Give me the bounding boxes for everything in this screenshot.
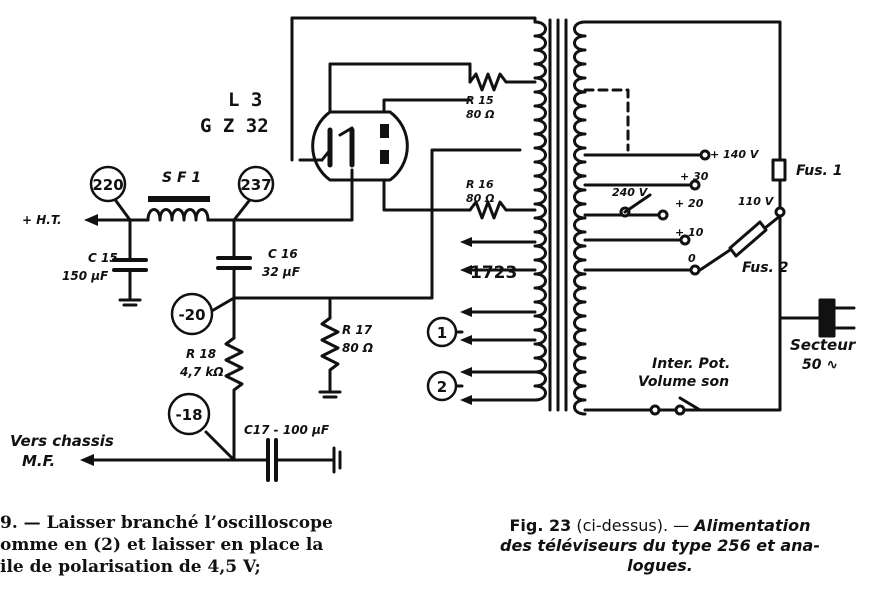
- tp-minus18-label: -18: [175, 406, 202, 424]
- r18-label: R 18: [186, 347, 216, 361]
- tap-0: 0: [688, 252, 696, 265]
- tp-minus18: [167, 392, 211, 436]
- figure-aside: (ci-dessus). —: [571, 516, 695, 535]
- tap-110: 110 V: [738, 195, 775, 208]
- secteur-label: Secteur: [790, 336, 857, 354]
- trafo-coils-left: [533, 20, 547, 402]
- tp-237: [237, 165, 275, 203]
- c16-value: 32 µF: [262, 265, 301, 279]
- tap-30: + 30: [680, 170, 709, 183]
- tp-minus20-label: -20: [178, 306, 205, 324]
- c15-label: C 15: [88, 251, 118, 265]
- r18-value: 4,7 kΩ: [179, 365, 224, 379]
- left-caption-line-3: ile de polarisation de 4,5 V;: [0, 557, 261, 577]
- left-caption-line-2: omme en (2) et laisser en place la: [0, 535, 324, 555]
- choke-sf1: [146, 208, 210, 222]
- inter-pot-label: Inter. Pot.: [652, 356, 730, 372]
- tp-2-label: 2: [437, 378, 447, 396]
- trafo-coils-right: [573, 20, 587, 416]
- r18: [224, 336, 244, 462]
- tap-240: 240 V: [612, 186, 649, 199]
- tp-237-label: 237: [240, 176, 271, 194]
- sf1-label: S F 1: [162, 170, 201, 186]
- volume-label: Volume son: [638, 374, 729, 390]
- r16-value: 80 Ω: [466, 192, 495, 205]
- tp-1-label: 1: [437, 324, 447, 342]
- figure-caption-line-3: logues.: [627, 556, 693, 575]
- c16-label: C 16: [268, 247, 298, 261]
- tp-2: [426, 370, 458, 402]
- left-caption-line-1: 9. — Laisser branché l’oscilloscope: [0, 513, 333, 533]
- r16: [468, 200, 537, 220]
- secteur-value: 50 ∿: [802, 357, 838, 373]
- r16-label: R 16: [466, 178, 494, 191]
- choke-core: [148, 196, 210, 202]
- tp-220: [89, 165, 127, 203]
- figure-caption-line-2: des téléviseurs du type 256 et ana-: [500, 536, 820, 555]
- fus2-label: Fus. 2: [742, 260, 788, 276]
- tap-140: + 140 V: [710, 148, 760, 161]
- c15-value: 150 µF: [62, 269, 109, 283]
- tp-220-label: 220: [92, 176, 123, 194]
- switch-contact: [649, 404, 661, 416]
- mf-label: M.F.: [22, 452, 55, 470]
- figure-title: Alimentation: [694, 516, 811, 535]
- r17-value: 80 Ω: [342, 341, 373, 355]
- r15-value: 80 Ω: [466, 108, 495, 121]
- ht-label: + H.T.: [22, 213, 62, 227]
- schematic: 220 237 -20 -18 1 2 L 3 G Z 32 S F 1 + H…: [10, 16, 857, 482]
- left-caption: 9. — Laisser branché l’oscilloscope omme…: [0, 512, 420, 578]
- tap-10: + 10: [675, 226, 704, 239]
- fuse-2: [728, 220, 768, 258]
- mains-plug: [818, 298, 836, 338]
- tp-minus20: [170, 292, 214, 336]
- fuse-1: [771, 158, 787, 182]
- r17: [320, 316, 340, 394]
- tube-name: L 3: [228, 89, 262, 111]
- trafo-core: [548, 18, 568, 412]
- transformer-label: 1723: [470, 263, 517, 283]
- r15-label: R 15: [466, 94, 494, 107]
- tube-type: G Z 32: [200, 115, 269, 137]
- fus1-label: Fus. 1: [796, 163, 842, 179]
- tap-20: + 20: [675, 197, 704, 210]
- r15: [468, 72, 537, 92]
- c17-label: C17 - 100 µF: [244, 423, 330, 437]
- tube-envelope: [311, 110, 409, 182]
- tp-1: [426, 316, 458, 348]
- r17-label: R 17: [342, 323, 373, 337]
- ht-arrow: [84, 214, 98, 226]
- figure-caption: Fig. 23 (ci-dessus). — Alimentation des …: [455, 516, 865, 576]
- vers-chassis-label: Vers chassis: [10, 432, 114, 450]
- figure-number: Fig. 23: [509, 516, 572, 535]
